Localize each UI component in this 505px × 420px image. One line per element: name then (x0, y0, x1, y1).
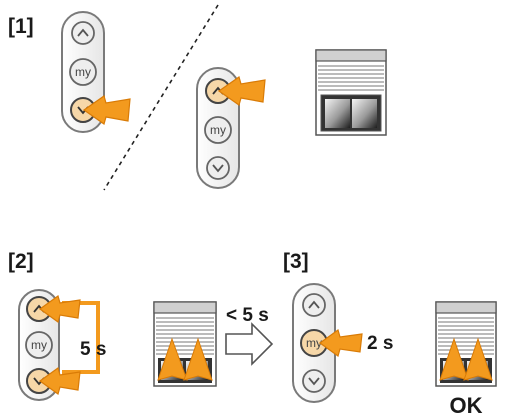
motion-arrow-up (463, 337, 493, 381)
window-shutter-open (315, 49, 387, 136)
hold-time-5s: 5 s (80, 339, 106, 360)
up-button (71, 21, 95, 45)
up-arrow-icon (308, 300, 320, 309)
time-less-than-5s: < 5 s (226, 305, 269, 326)
motion-arrow-up (157, 337, 188, 381)
remote-step3: my (292, 283, 336, 403)
my-button (69, 58, 97, 86)
my-button-label: my (210, 123, 226, 137)
press-arrow-down (38, 367, 81, 395)
press-arrow-down (82, 95, 131, 125)
my-button-label: my (31, 338, 47, 352)
down-button (302, 369, 326, 393)
down-arrow-icon (308, 377, 320, 386)
hold-time-2s: 2 s (367, 333, 393, 354)
down-arrow-icon (212, 164, 224, 173)
window-shutter-moving (153, 301, 217, 387)
step-1-label: [1] (8, 15, 34, 38)
down-button (206, 156, 230, 180)
step-2-label: [2] (8, 250, 34, 273)
step-3-label: [3] (283, 250, 309, 273)
my-button-label: my (306, 336, 322, 350)
ok-label: OK (450, 393, 483, 418)
up-arrow-icon (77, 28, 89, 37)
next-step-arrow-icon (225, 322, 274, 366)
press-arrow-up (38, 295, 81, 323)
motion-arrow-up (439, 337, 469, 381)
up-button (302, 293, 326, 317)
press-arrow-my (318, 329, 363, 357)
my-button (204, 116, 232, 144)
press-arrow-up (217, 76, 266, 106)
my-button-label: my (75, 65, 91, 79)
window-shutter-confirmed (435, 301, 497, 387)
my-button (25, 331, 53, 359)
motion-arrow-up (183, 337, 213, 381)
